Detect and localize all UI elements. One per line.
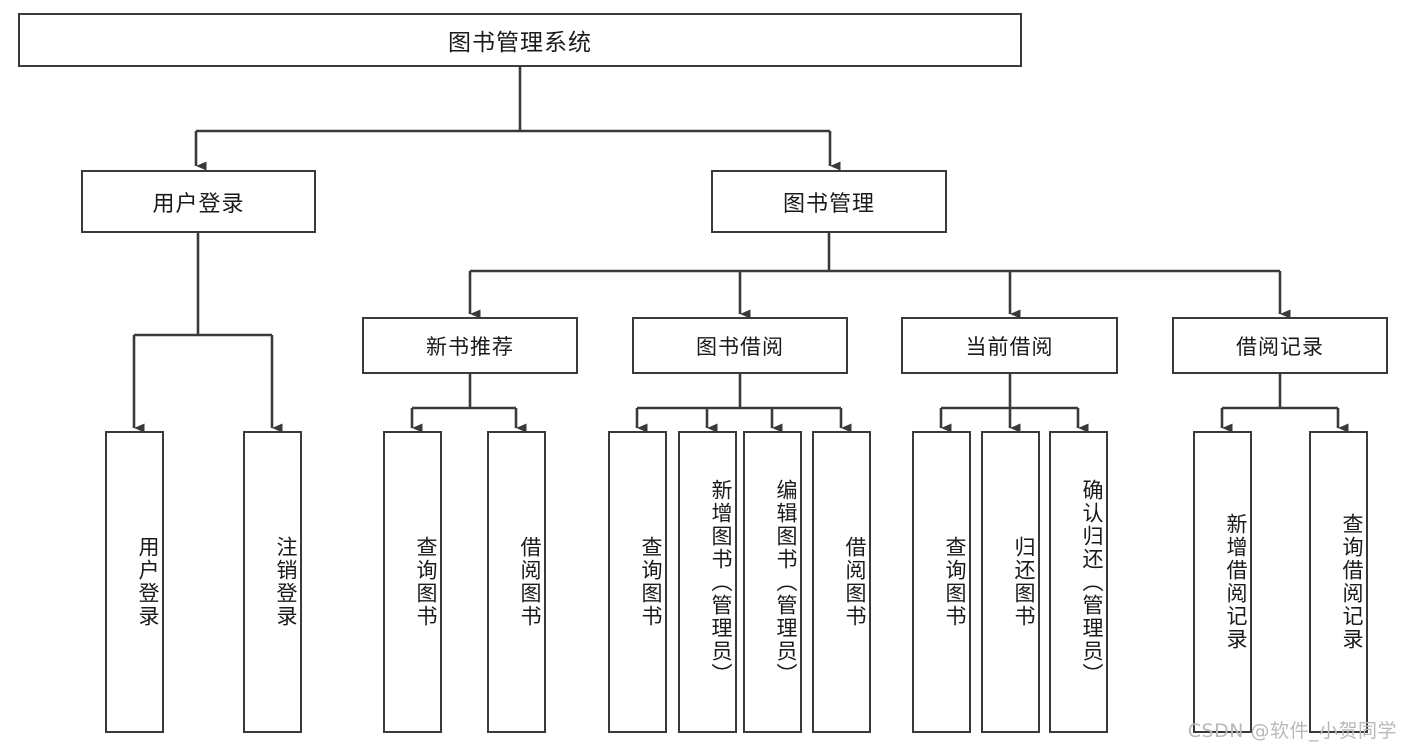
leaf-edit-book-admin[interactable]: 编辑图书（管理员） [743,431,802,733]
node-label: 借阅记录 [1236,334,1324,359]
node-label: 查询借阅记录 [1340,513,1364,651]
node-label: 查询图书 [414,536,438,628]
node-root-system[interactable]: 图书管理系统 [18,13,1022,67]
node-label: 图书管理系统 [448,30,592,56]
node-book-management[interactable]: 图书管理 [711,170,947,233]
node-current-borrow[interactable]: 当前借阅 [901,317,1118,374]
leaf-return-book[interactable]: 归还图书 [981,431,1040,733]
node-label: 图书借阅 [696,334,784,359]
leaf-confirm-return-admin[interactable]: 确认归还（管理员） [1049,431,1108,733]
leaf-add-book-admin[interactable]: 新增图书（管理员） [678,431,737,733]
node-label: 查询图书 [943,536,967,628]
leaf-add-borrow-record[interactable]: 新增借阅记录 [1193,431,1252,733]
node-label: 借阅图书 [843,536,867,628]
leaf-query-borrow-record[interactable]: 查询借阅记录 [1309,431,1368,733]
node-borrow-record[interactable]: 借阅记录 [1172,317,1388,374]
leaf-query-book-recommend[interactable]: 查询图书 [383,431,442,733]
node-label: 注销登录 [274,536,298,628]
node-label: 新书推荐 [426,334,514,359]
leaf-borrow-book-recommend[interactable]: 借阅图书 [487,431,546,733]
node-label: 编辑图书（管理员） [774,478,798,686]
node-new-book-recommend[interactable]: 新书推荐 [362,317,578,374]
node-label: 图书管理 [782,191,875,217]
node-label: 用户登录 [136,536,160,628]
node-label: 归还图书 [1012,536,1036,628]
leaf-query-book-borrow[interactable]: 查询图书 [608,431,667,733]
node-label: 借阅图书 [518,536,542,628]
leaf-borrow-book[interactable]: 借阅图书 [812,431,871,733]
leaf-query-book-current[interactable]: 查询图书 [912,431,971,733]
node-book-borrow[interactable]: 图书借阅 [632,317,848,374]
leaf-user-login[interactable]: 用户登录 [105,431,164,733]
node-user-login[interactable]: 用户登录 [81,170,316,233]
node-label: 新增借阅记录 [1224,513,1248,651]
node-label: 当前借阅 [965,334,1054,359]
node-label: 确认归还（管理员） [1080,478,1104,686]
watermark: CSDN @软件_小贺同学 [1187,720,1397,742]
node-label: 用户登录 [152,191,245,217]
node-label: 新增图书（管理员） [709,478,733,686]
leaf-logout[interactable]: 注销登录 [243,431,302,733]
node-label: 查询图书 [639,536,663,628]
